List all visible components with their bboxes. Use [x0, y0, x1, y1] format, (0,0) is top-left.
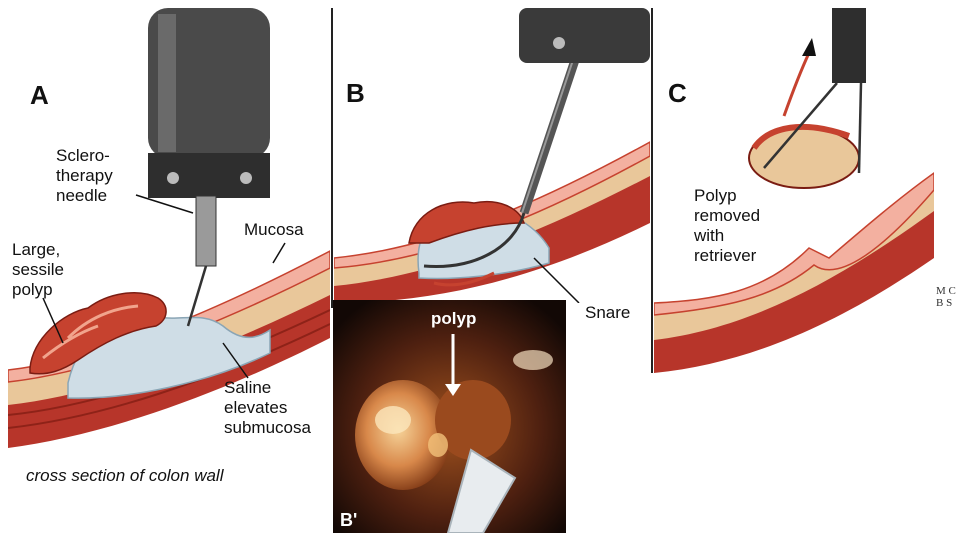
snare-leader-line: [534, 258, 579, 303]
endoscope-tip: [519, 8, 650, 63]
cross-section-caption: cross section of colon wall: [26, 466, 223, 486]
panel-c: C Polyp removed with retriever: [654, 8, 934, 373]
removal-arrowhead: [802, 38, 816, 56]
polyp-label: Large, sessile polyp: [12, 240, 64, 300]
mucosa-label: Mucosa: [244, 220, 304, 240]
panel-b-prime: polyp B': [333, 300, 566, 533]
endoscope-port: [553, 37, 565, 49]
panel-b-illustration: [334, 8, 650, 303]
saline-label: Saline elevates submucosa: [224, 378, 311, 438]
panel-b-letter: B: [346, 78, 365, 109]
needle-sheath: [196, 196, 216, 266]
polyp-highlight: [375, 406, 411, 434]
removal-arrow: [784, 53, 809, 116]
needle-label: Sclero- therapy needle: [56, 146, 113, 206]
panel-divider: [331, 8, 333, 308]
panel-a-letter: A: [30, 80, 49, 111]
retriever-prong: [859, 83, 861, 173]
panel-a: A Sclero- therapy needle Mucosa Large, s…: [8, 8, 330, 448]
endoscope-port: [240, 172, 252, 184]
panel-b-prime-letter: B': [340, 510, 357, 530]
snare-label: Snare: [585, 303, 630, 323]
panel-c-letter: C: [668, 78, 687, 109]
tissue-highlight: [513, 350, 553, 370]
retriever-shaft: [832, 8, 866, 83]
endoscopic-photo: [333, 300, 566, 533]
photo-polyp-label: polyp: [431, 309, 476, 329]
endoscope-tip: [148, 153, 270, 198]
panel-b: B: [334, 8, 650, 303]
panel-divider: [651, 8, 653, 373]
polyp-highlight: [428, 433, 448, 457]
endoscope-port: [167, 172, 179, 184]
endoscope-highlight: [158, 14, 176, 152]
credit-mark: M C B S: [936, 285, 956, 309]
mucosa-leader-line: [273, 243, 285, 263]
removed-label: Polyp removed with retriever: [694, 186, 760, 266]
